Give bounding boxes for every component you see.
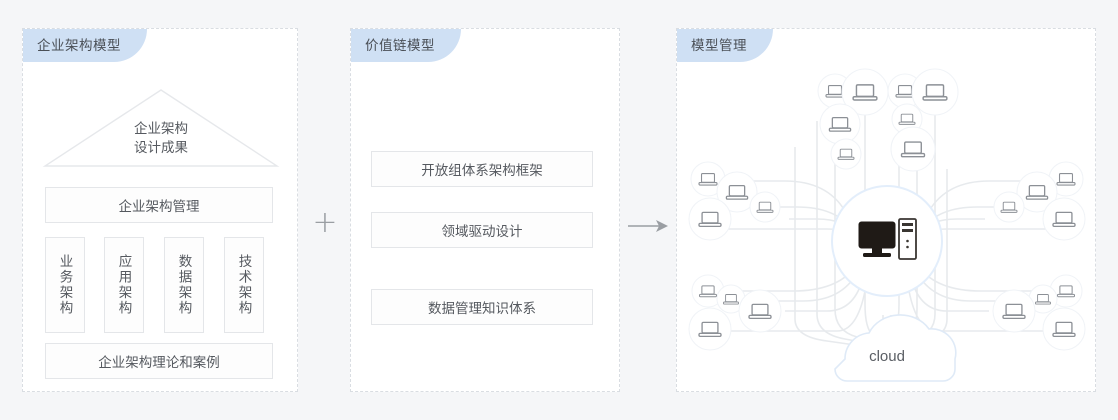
network-topology-diagram: cloud <box>688 68 1086 382</box>
network-node[interactable] <box>830 138 862 170</box>
network-node[interactable] <box>993 191 1025 223</box>
pyramid-label-line2: 设计成果 <box>134 140 188 155</box>
pyramid-label-line1: 企业架构 <box>134 121 188 136</box>
panel-value-chain-model: 价值链模型 开放组体系架构框架 领域驱动设计 数据管理知识体系 <box>350 28 620 392</box>
card-enterprise-architecture-management[interactable]: 企业架构管理 <box>45 187 273 223</box>
desktop-computer-icon <box>858 218 917 260</box>
pyramid-shape: 企业架构 设计成果 <box>41 87 281 169</box>
network-node[interactable] <box>688 307 732 351</box>
cloud-label: cloud <box>869 348 905 365</box>
network-node[interactable] <box>749 191 781 223</box>
arrow-connector <box>626 208 670 244</box>
network-node[interactable] <box>890 126 936 172</box>
arrow-right-icon <box>628 220 668 232</box>
card-enterprise-architecture-theory-and-cases[interactable]: 企业架构理论和案例 <box>45 343 273 379</box>
pillar-card-technology-architecture[interactable]: 技术架构 <box>224 237 264 333</box>
network-nodes-left <box>688 161 782 351</box>
plus-connector: + <box>312 205 338 240</box>
panel-enterprise-architecture-model: 企业架构模型 企业架构 设计成果 企业架构管理 业务架构 应用架构 数据架构 技… <box>22 28 298 392</box>
panel-tab-value-chain-model: 价值链模型 <box>351 29 461 62</box>
network-node[interactable] <box>1042 307 1086 351</box>
panel-model-management: 模型管理 <box>676 28 1096 392</box>
pillar-card-business-architecture[interactable]: 业务架构 <box>45 237 85 333</box>
network-node[interactable] <box>716 171 758 213</box>
panel-tab-model-management: 模型管理 <box>677 29 773 62</box>
network-hub[interactable] <box>831 185 943 297</box>
network-node[interactable] <box>738 289 782 333</box>
network-node[interactable] <box>1016 171 1058 213</box>
network-nodes-top <box>817 68 959 172</box>
pyramid-outline-icon <box>42 89 280 167</box>
panel-tab-enterprise-architecture-model: 企业架构模型 <box>23 29 147 62</box>
pillar-card-application-architecture[interactable]: 应用架构 <box>104 237 144 333</box>
card-data-management-body-of-knowledge[interactable]: 数据管理知识体系 <box>371 289 593 325</box>
network-node[interactable] <box>992 289 1036 333</box>
network-node[interactable] <box>688 197 732 241</box>
pyramid-label: 企业架构 设计成果 <box>41 119 281 157</box>
network-node[interactable] <box>819 103 861 145</box>
network-nodes-right <box>992 161 1086 351</box>
network-node[interactable] <box>911 68 959 116</box>
card-domain-driven-design[interactable]: 领域驱动设计 <box>371 212 593 248</box>
pillar-card-data-architecture[interactable]: 数据架构 <box>164 237 204 333</box>
network-node[interactable] <box>1042 197 1086 241</box>
cloud-shape <box>834 314 957 382</box>
card-open-group-architecture-framework[interactable]: 开放组体系架构框架 <box>371 151 593 187</box>
